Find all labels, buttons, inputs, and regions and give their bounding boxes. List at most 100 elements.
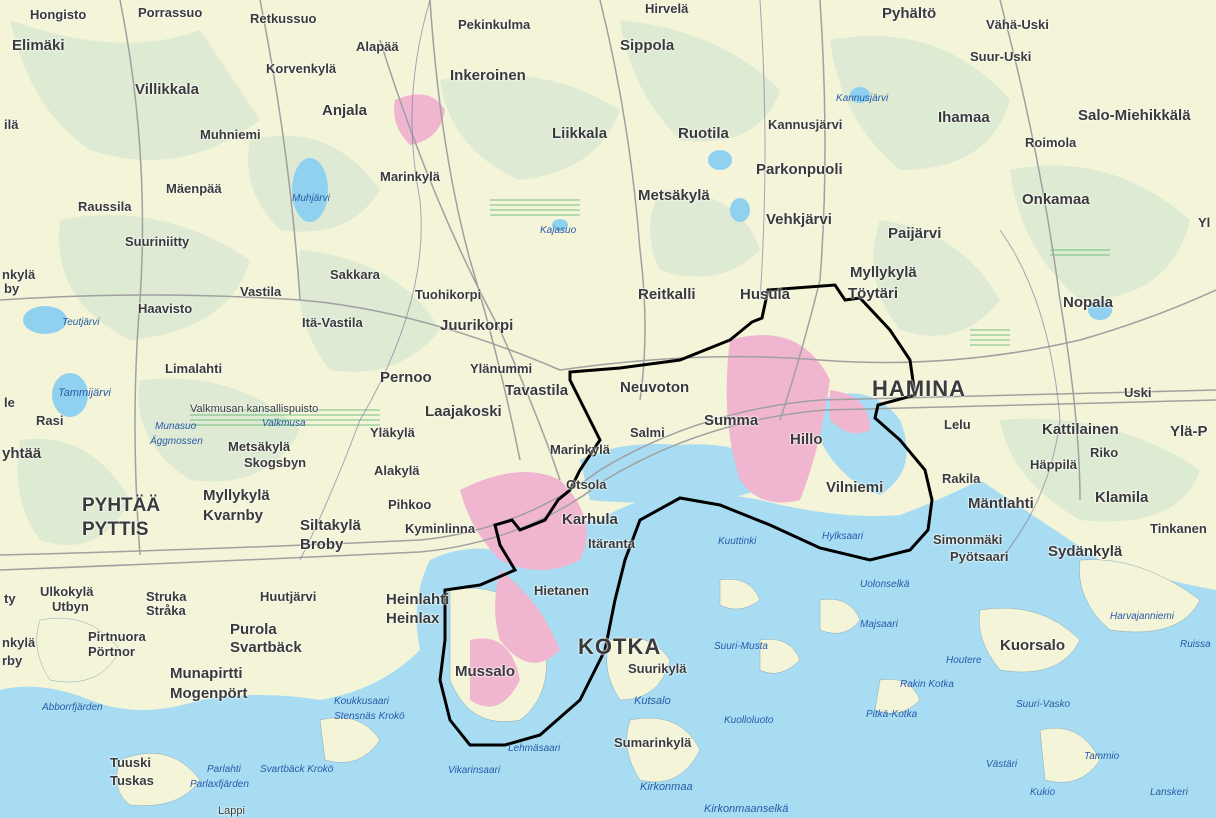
place-pyhalto: Pyhältö <box>882 5 937 22</box>
place-mogenport: Mogenpört <box>170 685 248 702</box>
place-pirtnuora: Pirtnuora <box>88 629 146 644</box>
place-paijarvi: Paijärvi <box>888 225 942 242</box>
place-laajakoski: Laajakoski <box>425 403 502 420</box>
place-villikkala: Villikkala <box>135 81 199 98</box>
place-toytari: Töytäri <box>848 285 899 302</box>
place-suur-uski: Suur-Uski <box>970 49 1032 64</box>
place-reitkalli: Reitkalli <box>638 286 696 303</box>
place-vaha-uski: Vähä-Uski <box>986 17 1049 32</box>
place-ylanummi: Ylänummi <box>470 361 533 376</box>
place-lelu: Lelu <box>944 417 971 432</box>
place-uski: Uski <box>1124 385 1152 400</box>
place-valkmusan-kp: Valkmusan kansallispuisto <box>190 403 319 415</box>
place-lappi: Lappi <box>218 805 245 817</box>
place-itaranta: Itäranta <box>588 536 635 551</box>
place-marinkyla-s: Marinkylä <box>550 442 610 457</box>
place-summa: Summa <box>704 412 759 429</box>
place-maenpaa: Mäenpää <box>166 181 222 196</box>
place-sakkara: Sakkara <box>330 267 380 282</box>
place-tuskas: Tuskas <box>110 773 154 788</box>
place-ihamaa: Ihamaa <box>938 109 990 126</box>
bay-inlet <box>580 444 780 503</box>
place-ty: ty <box>4 591 16 606</box>
bay-abborrfjarden: Abborrfjärden <box>42 702 103 713</box>
place-hietanen: Hietanen <box>534 583 589 598</box>
place-skogsbyn: Skogsbyn <box>244 455 307 470</box>
place-straka: Stråka <box>146 603 186 618</box>
place-ila: ilä <box>4 117 19 132</box>
place-happila: Häppilä <box>1030 457 1077 472</box>
place-by: by <box>4 281 20 296</box>
sea-uolonselka: Uolonselkä <box>860 579 910 590</box>
marsh-munasuo: Munasuo <box>155 421 197 432</box>
island-vastari: Västäri <box>986 759 1018 770</box>
forest-patches <box>10 20 1200 545</box>
place-neuvoton: Neuvoton <box>620 379 690 396</box>
place-siltakyla: Siltakylä <box>300 517 361 534</box>
place-korvenkyla: Korvenkylä <box>266 61 337 76</box>
island-lanskeri: Lanskeri <box>1150 787 1188 798</box>
island-majsaari: Majsaari <box>860 619 898 630</box>
place-limalahti: Limalahti <box>165 361 223 376</box>
place-porrassuo: Porrassuo <box>138 5 203 20</box>
place-parkonpuoli: Parkonpuoli <box>756 161 843 178</box>
place-ita-vastila: Itä-Vastila <box>302 315 363 330</box>
place-le: le <box>4 395 15 410</box>
island-kuuttinki: Kuuttinki <box>718 536 757 547</box>
place-broby: Broby <box>300 536 344 553</box>
place-struka: Struka <box>146 589 187 604</box>
place-yhtaa: yhtää <box>2 445 42 462</box>
place-klamila: Klamila <box>1095 489 1149 506</box>
place-ylakyla: Yläkylä <box>370 425 415 440</box>
place-nkyla: nkylä <box>2 267 36 282</box>
lakes <box>23 87 1112 417</box>
place-retkussuo: Retkussuo <box>250 11 317 26</box>
place-kannusjarvi: Kannusjärvi <box>768 117 843 132</box>
place-metsakyla-s: Metsäkylä <box>228 439 291 454</box>
island-hylksaari: Hylksaari <box>822 531 864 542</box>
place-muhniemi: Muhniemi <box>200 127 261 142</box>
place-alakyla: Alakylä <box>374 463 420 478</box>
place-hamina: HAMINA <box>872 376 966 401</box>
island-stensnas-kroko: Stensnäs Krokö <box>334 711 405 722</box>
place-tuuski: Tuuski <box>110 755 151 770</box>
place-kattilainen: Kattilainen <box>1042 421 1119 438</box>
island-vikarinsaari: Vikarinsaari <box>448 765 501 776</box>
island-kutsalo: Kutsalo <box>634 695 671 707</box>
place-ruotila: Ruotila <box>678 125 729 142</box>
place-sumarinkyla: Sumarinkylä <box>614 735 692 750</box>
place-metsakyla-n: Metsäkylä <box>638 187 710 204</box>
place-hongisto: Hongisto <box>30 7 87 22</box>
place-purola: Purola <box>230 621 277 638</box>
place-kvarnby: Kvarnby <box>203 507 264 524</box>
marsh-areas <box>190 199 1110 426</box>
lake-kannusjarvi-w: Kannusjärvi <box>836 93 889 104</box>
place-juurikorpi: Juurikorpi <box>440 317 514 334</box>
place-mantlahti: Mäntlahti <box>968 495 1034 512</box>
island-rakin-kotka: Rakin Kotka <box>900 679 954 690</box>
place-munapirtti: Munapirtti <box>170 665 243 682</box>
island-houtere: Houtere <box>946 655 982 666</box>
marsh-kajasuo: Kajasuo <box>540 225 577 236</box>
urban-areas <box>394 94 870 707</box>
place-kyminlinna: Kyminlinna <box>405 521 476 536</box>
island-suuri-vasko: Suuri-Vasko <box>1016 699 1071 710</box>
marsh-aggmossen: Äggmossen <box>150 436 203 447</box>
islands <box>36 559 1201 806</box>
place-vehkjarvi: Vehkjärvi <box>766 211 832 228</box>
place-marinkyla-n: Marinkylä <box>380 169 440 184</box>
place-pekinkulma: Pekinkulma <box>458 17 531 32</box>
study-area-boundary <box>438 283 934 747</box>
place-roimola: Roimola <box>1025 135 1077 150</box>
place-karhula: Karhula <box>562 511 618 528</box>
place-otsola: Otsola <box>566 477 607 492</box>
place-pyhtaa: PYHTÄÄ <box>82 495 161 516</box>
place-suurikyla: Suurikylä <box>628 661 687 676</box>
place-mussalo: Mussalo <box>455 663 516 680</box>
place-pihkoo: Pihkoo <box>388 497 432 512</box>
island-tammio: Tammio <box>1084 751 1120 762</box>
place-rby: rby <box>2 653 23 668</box>
place-kuorsalo: Kuorsalo <box>1000 637 1066 654</box>
